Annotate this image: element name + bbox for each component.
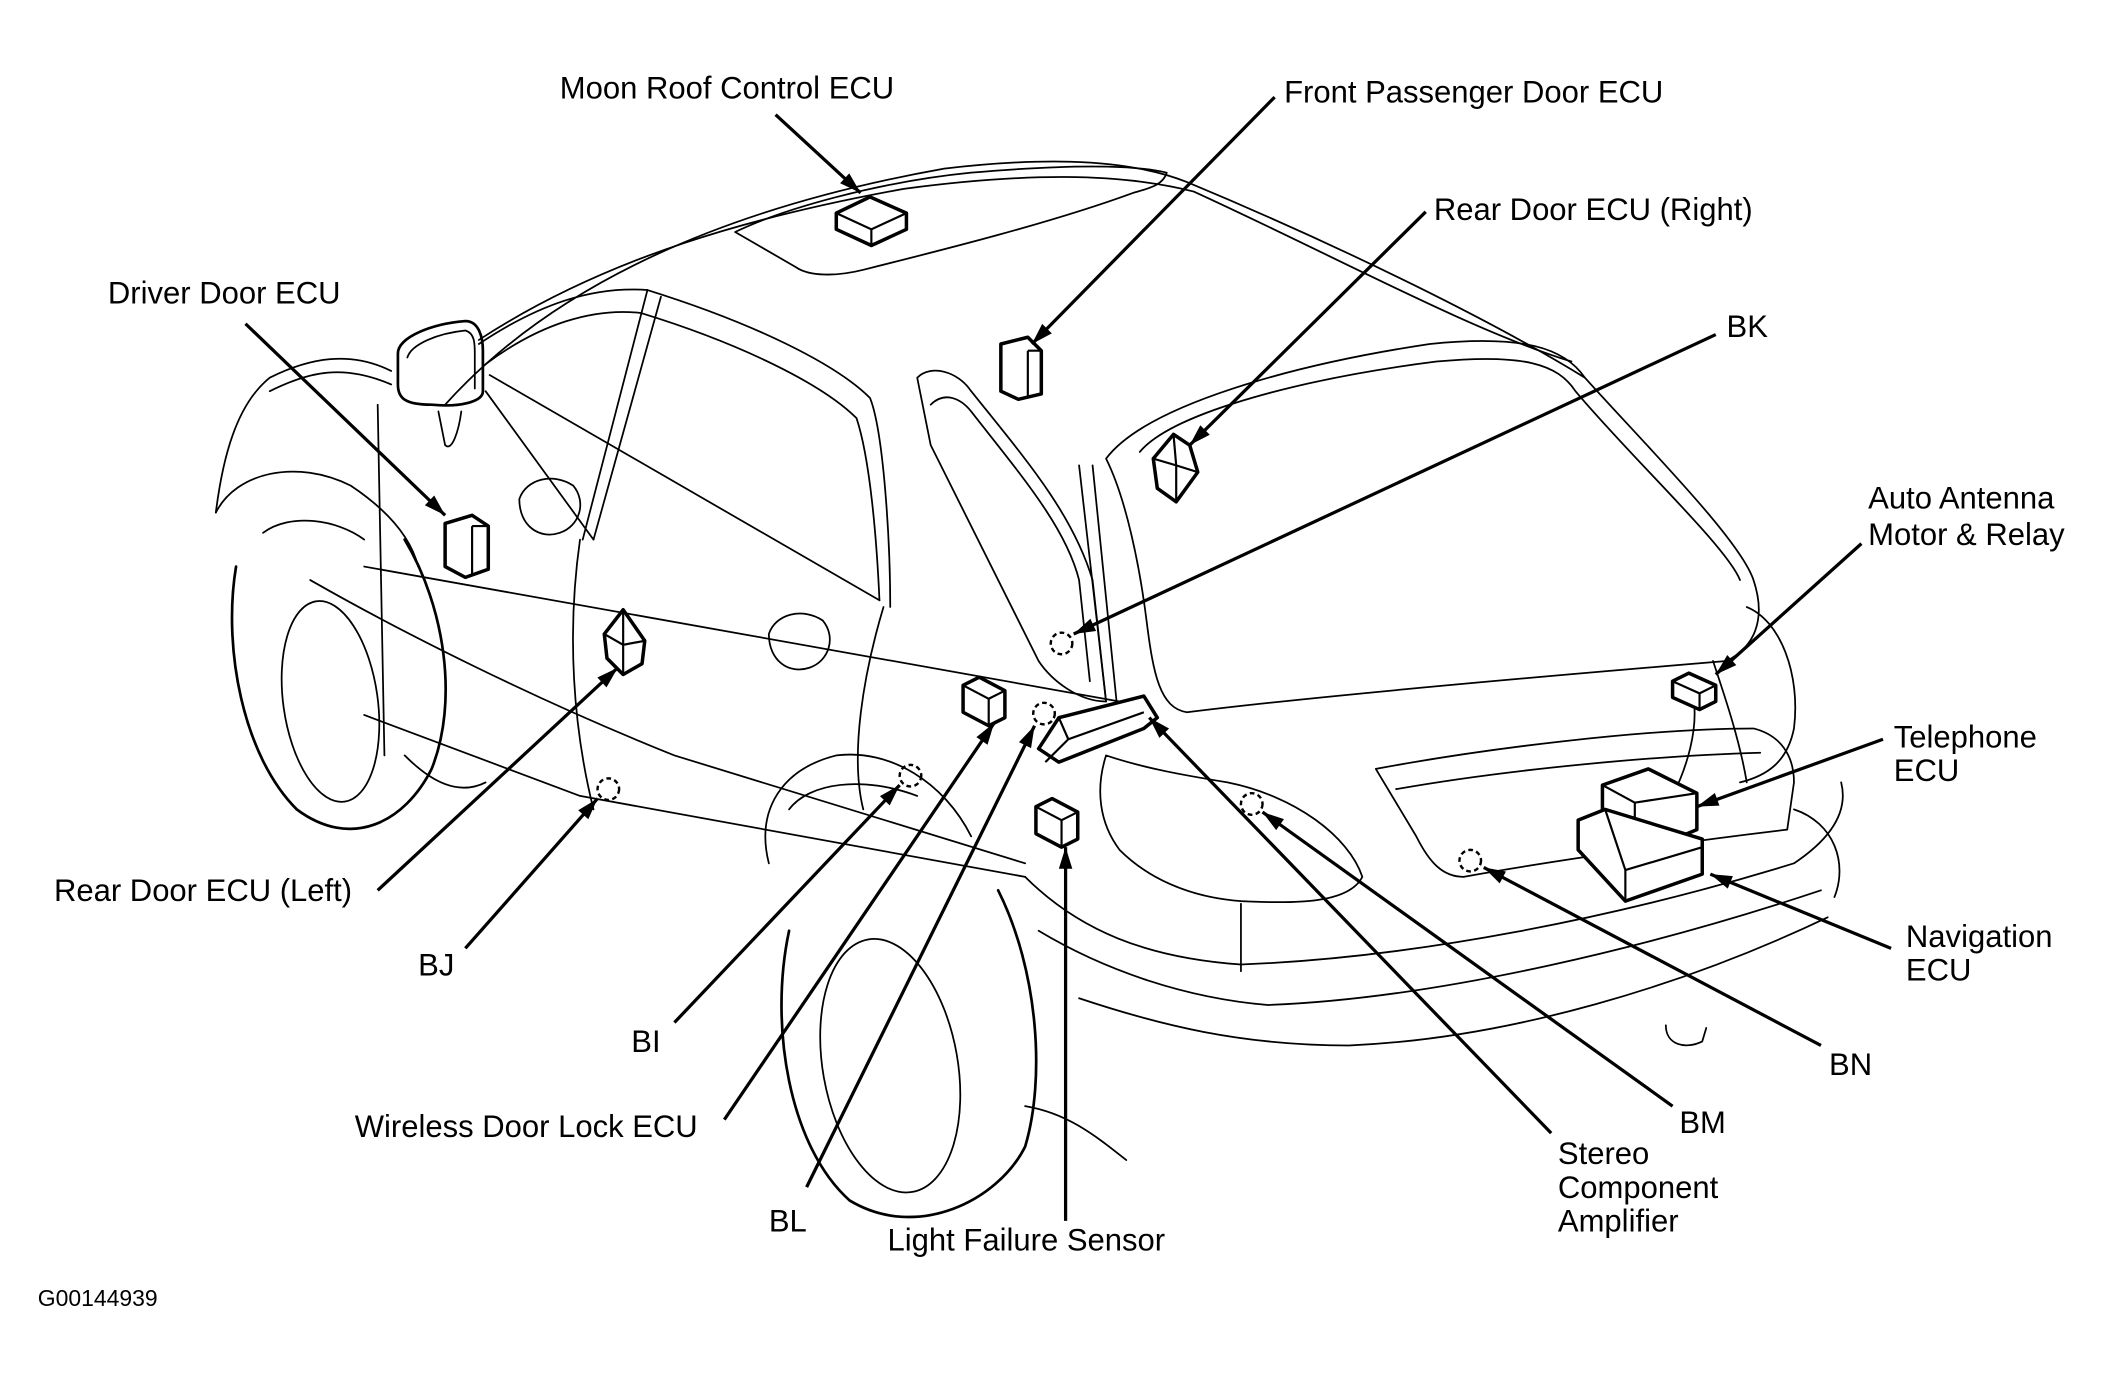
driver-door-ecu-label: Driver Door ECU bbox=[108, 276, 341, 311]
bn-label: BN bbox=[1829, 1047, 1872, 1082]
telephone-ecu-label-line: Telephone bbox=[1894, 719, 2037, 754]
bk-connector-marker[interactable] bbox=[1049, 631, 1074, 656]
bm-arrowhead-icon bbox=[1262, 812, 1284, 831]
bi-connector-marker[interactable] bbox=[898, 763, 923, 788]
rear-door-ecu-left-label: Rear Door ECU (Left) bbox=[54, 873, 352, 908]
navigation-ecu-label-line: ECU bbox=[1906, 953, 1971, 988]
auto-antenna-label-line: Auto Antenna bbox=[1868, 481, 2055, 516]
callout-labels: Moon Roof Control ECU Front Passenger Doo… bbox=[54, 70, 2065, 1257]
stereo-component-amplifier-marker[interactable] bbox=[1036, 694, 1160, 764]
moon-roof-control-ecu-arrowhead-icon bbox=[840, 173, 861, 193]
bn-label-line: BN bbox=[1829, 1047, 1872, 1082]
auto-antenna-motor-relay-marker[interactable] bbox=[1670, 671, 1718, 712]
component-markers bbox=[443, 195, 1718, 903]
stereo-component-amplifier-label-line: Stereo bbox=[1558, 1136, 1649, 1171]
navigation-ecu-marker[interactable] bbox=[1576, 807, 1705, 903]
bn-connector-marker[interactable] bbox=[1458, 848, 1483, 873]
light-failure-sensor-marker[interactable] bbox=[1034, 796, 1080, 849]
driver-door-ecu-leader-line bbox=[244, 322, 447, 517]
light-failure-sensor-label: Light Failure Sensor bbox=[888, 1222, 1166, 1257]
bk-leader-line bbox=[1073, 333, 1717, 636]
bj-label: BJ bbox=[418, 947, 454, 982]
bi-leader-line bbox=[673, 783, 901, 1024]
figure-id: G00144939 bbox=[38, 1285, 158, 1311]
rear-door-ecu-left-leader-line bbox=[376, 666, 619, 892]
rear-door-ecu-right-marker[interactable] bbox=[1151, 432, 1200, 504]
front-passenger-door-ecu-label: Front Passenger Door ECU bbox=[1284, 75, 1663, 110]
rear-door-ecu-right-label-line: Rear Door ECU (Right) bbox=[1434, 192, 1753, 227]
navigation-ecu-leader-line bbox=[1709, 872, 1892, 950]
bl-connector-marker[interactable] bbox=[1032, 701, 1057, 726]
stereo-component-amplifier-label-line: Amplifier bbox=[1558, 1204, 1679, 1239]
rear-door-ecu-left-marker[interactable] bbox=[602, 607, 647, 677]
auto-antenna-leader-line bbox=[1714, 542, 1863, 676]
bl-label: BL bbox=[769, 1204, 807, 1239]
light-failure-sensor-label-line: Light Failure Sensor bbox=[888, 1222, 1166, 1257]
wireless-door-lock-ecu-arrowhead-icon bbox=[976, 723, 995, 745]
front-passenger-door-ecu-label-line: Front Passenger Door ECU bbox=[1284, 75, 1663, 110]
leader-lines bbox=[244, 95, 1892, 1221]
bm-leader-line bbox=[1261, 810, 1674, 1108]
bj-label-line: BJ bbox=[418, 947, 454, 982]
light-failure-sensor-arrowhead-icon bbox=[1058, 847, 1073, 869]
bm-label-line: BM bbox=[1679, 1105, 1726, 1140]
stereo-component-amplifier-label-line: Component bbox=[1558, 1170, 1719, 1205]
bk-label-line: BK bbox=[1727, 309, 1769, 344]
bi-arrowhead-icon bbox=[879, 785, 900, 806]
bn-arrowhead-icon bbox=[1483, 867, 1506, 884]
connector-markers bbox=[596, 631, 1483, 873]
wireless-door-lock-ecu-label: Wireless Door Lock ECU bbox=[355, 1109, 698, 1144]
driver-door-ecu-marker[interactable] bbox=[443, 513, 491, 580]
stereo-component-amplifier-arrowhead-icon bbox=[1149, 717, 1170, 738]
telephone-ecu-leader-line bbox=[1696, 737, 1884, 809]
telephone-ecu-arrowhead-icon bbox=[1696, 792, 1720, 807]
bk-arrowhead-icon bbox=[1073, 618, 1097, 635]
bj-arrowhead-icon bbox=[578, 798, 598, 820]
rear-door-ecu-right-leader-line bbox=[1188, 210, 1427, 447]
vehicle-outline bbox=[214, 160, 1844, 1219]
moon-roof-control-ecu-label-line: Moon Roof Control ECU bbox=[560, 70, 894, 105]
telephone-ecu-label-line: ECU bbox=[1894, 753, 1959, 788]
wireless-door-lock-ecu-leader-line bbox=[722, 722, 996, 1121]
stereo-component-amplifier-leader-line bbox=[1148, 716, 1553, 1135]
bm-label: BM bbox=[1679, 1105, 1726, 1140]
moon-roof-control-ecu-marker[interactable] bbox=[834, 195, 909, 248]
bi-label: BI bbox=[631, 1024, 660, 1059]
bl-label-line: BL bbox=[769, 1204, 807, 1239]
front-passenger-door-ecu-marker[interactable] bbox=[999, 335, 1044, 402]
front-passenger-door-ecu-arrowhead-icon bbox=[1031, 323, 1052, 344]
bj-leader-line bbox=[464, 797, 599, 950]
bl-leader-line bbox=[805, 725, 1037, 1188]
auto-antenna-label-line: Motor & Relay bbox=[1868, 517, 2065, 552]
front-passenger-door-ecu-leader-line bbox=[1030, 95, 1276, 346]
rear-door-ecu-right-label: Rear Door ECU (Right) bbox=[1434, 192, 1753, 227]
bm-connector-marker[interactable] bbox=[1239, 791, 1264, 816]
bl-arrowhead-icon bbox=[1018, 725, 1035, 749]
driver-door-ecu-arrowhead-icon bbox=[424, 495, 446, 516]
navigation-ecu-arrowhead-icon bbox=[1710, 874, 1733, 889]
bk-label: BK bbox=[1727, 309, 1769, 344]
bn-leader-line bbox=[1482, 865, 1822, 1047]
bi-label-line: BI bbox=[631, 1024, 660, 1059]
rear-door-ecu-right-arrowhead-icon bbox=[1189, 425, 1210, 446]
bj-connector-marker[interactable] bbox=[596, 777, 621, 802]
auto-antenna-arrowhead-icon bbox=[1715, 655, 1737, 675]
moon-roof-control-ecu-label: Moon Roof Control ECU bbox=[560, 70, 894, 105]
driver-door-ecu-label-line: Driver Door ECU bbox=[108, 276, 341, 311]
wireless-door-lock-ecu-label-line: Wireless Door Lock ECU bbox=[355, 1109, 698, 1144]
rear-door-ecu-left-label-line: Rear Door ECU (Left) bbox=[54, 873, 352, 908]
wireless-door-lock-ecu-marker[interactable] bbox=[961, 675, 1007, 728]
rear-door-ecu-left-arrowhead-icon bbox=[597, 667, 618, 688]
navigation-ecu-label-line: Navigation bbox=[1906, 919, 2053, 954]
